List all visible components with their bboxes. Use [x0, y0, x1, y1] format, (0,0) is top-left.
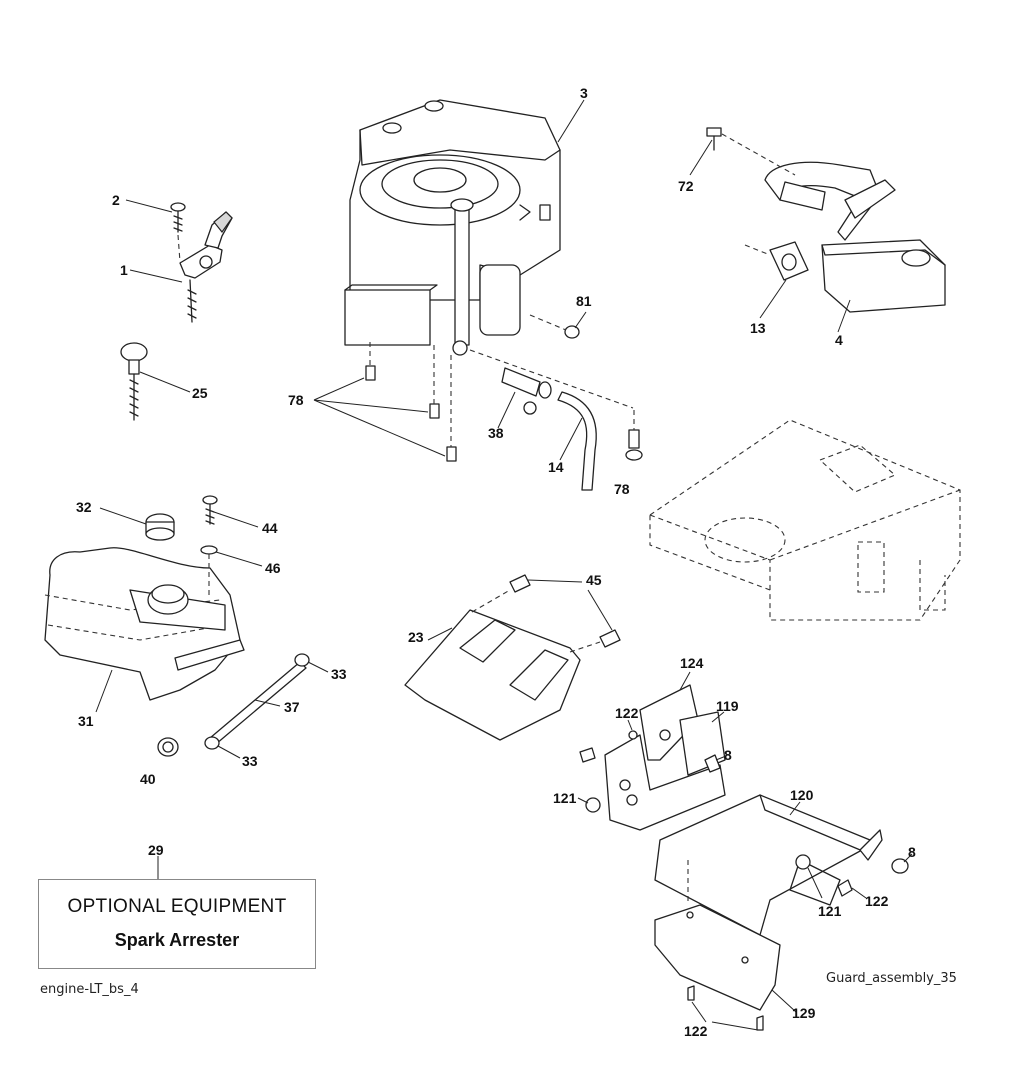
guard-bracket-120-part: [654, 794, 883, 936]
clamp-33-lower-part: [204, 736, 220, 750]
frame-part: [649, 419, 961, 621]
callout-120: 120: [790, 787, 814, 803]
guard-129-part: [654, 904, 781, 1011]
callout-78-right: 78: [614, 481, 630, 497]
fuel-cap-part: [145, 513, 175, 541]
screw-part-2: [170, 202, 186, 233]
screw-122-group: [579, 730, 853, 1031]
washer-46-part: [200, 545, 218, 555]
bolt-78-group: [365, 342, 643, 462]
callout-13: 13: [750, 320, 766, 336]
callout-1: 1: [120, 262, 128, 278]
callout-46: 46: [265, 560, 281, 576]
nut-121-group: [585, 797, 811, 870]
fuel-tank-part: [44, 547, 245, 701]
callout-121-right: 121: [818, 903, 842, 919]
callout-2: 2: [112, 192, 120, 208]
optional-equipment-box: OPTIONAL EQUIPMENT Spark Arrester: [38, 879, 316, 969]
callout-33-upper: 33: [331, 666, 347, 682]
throttle-control-part: [179, 211, 233, 323]
callout-45: 45: [586, 572, 602, 588]
callout-81: 81: [576, 293, 592, 309]
callout-33-lower: 33: [242, 753, 258, 769]
muffler-part: [764, 161, 946, 313]
callout-4: 4: [835, 332, 843, 348]
callout-8-right: 8: [908, 844, 916, 860]
fuel-filter-part: [501, 367, 552, 415]
clamp-33-upper-part: [294, 653, 310, 667]
screw-44-part: [202, 495, 218, 525]
callout-122-upper: 122: [615, 705, 639, 721]
callout-14: 14: [548, 459, 564, 475]
callout-37: 37: [284, 699, 300, 715]
diagram-id-right: Guard_assembly_35: [826, 971, 957, 986]
bolt-72-part: [706, 127, 722, 151]
callout-129: 129: [792, 1005, 816, 1021]
callout-3: 3: [580, 85, 588, 101]
callout-31: 31: [78, 713, 94, 729]
bolt-8-group: [704, 754, 909, 874]
diagram-id-left: engine-LT_bs_4: [40, 982, 139, 997]
callout-23: 23: [408, 629, 424, 645]
engine-part: [344, 99, 561, 356]
gasket-part: [769, 241, 809, 281]
callout-38: 38: [488, 425, 504, 441]
choke-knob-part: [120, 342, 148, 421]
optional-equipment-subtitle: Spark Arrester: [114, 930, 240, 950]
callout-122-bottom: 122: [684, 1023, 708, 1039]
callout-122-right: 122: [865, 893, 889, 909]
callout-29: 29: [148, 842, 164, 858]
mount-bracket-part: [604, 734, 726, 831]
callout-78-left: 78: [288, 392, 304, 408]
bolt-45-group: [509, 574, 621, 648]
clamp-81-part: [564, 325, 580, 339]
callout-72: 72: [678, 178, 694, 194]
heat-shield-part: [404, 609, 581, 741]
callout-25: 25: [192, 385, 208, 401]
callout-32: 32: [76, 499, 92, 515]
callout-44: 44: [262, 520, 278, 536]
guard-plate-124-part: [639, 684, 699, 761]
callout-40: 40: [140, 771, 156, 787]
callout-124: 124: [680, 655, 704, 671]
callout-119: 119: [716, 698, 739, 714]
optional-equipment-title: OPTIONAL EQUIPMENT: [67, 896, 287, 917]
callout-8-upper: 8: [724, 747, 732, 763]
callout-121-left: 121: [553, 790, 577, 806]
fuel-hose-part: [557, 391, 597, 491]
grommet-40-part: [157, 737, 179, 757]
